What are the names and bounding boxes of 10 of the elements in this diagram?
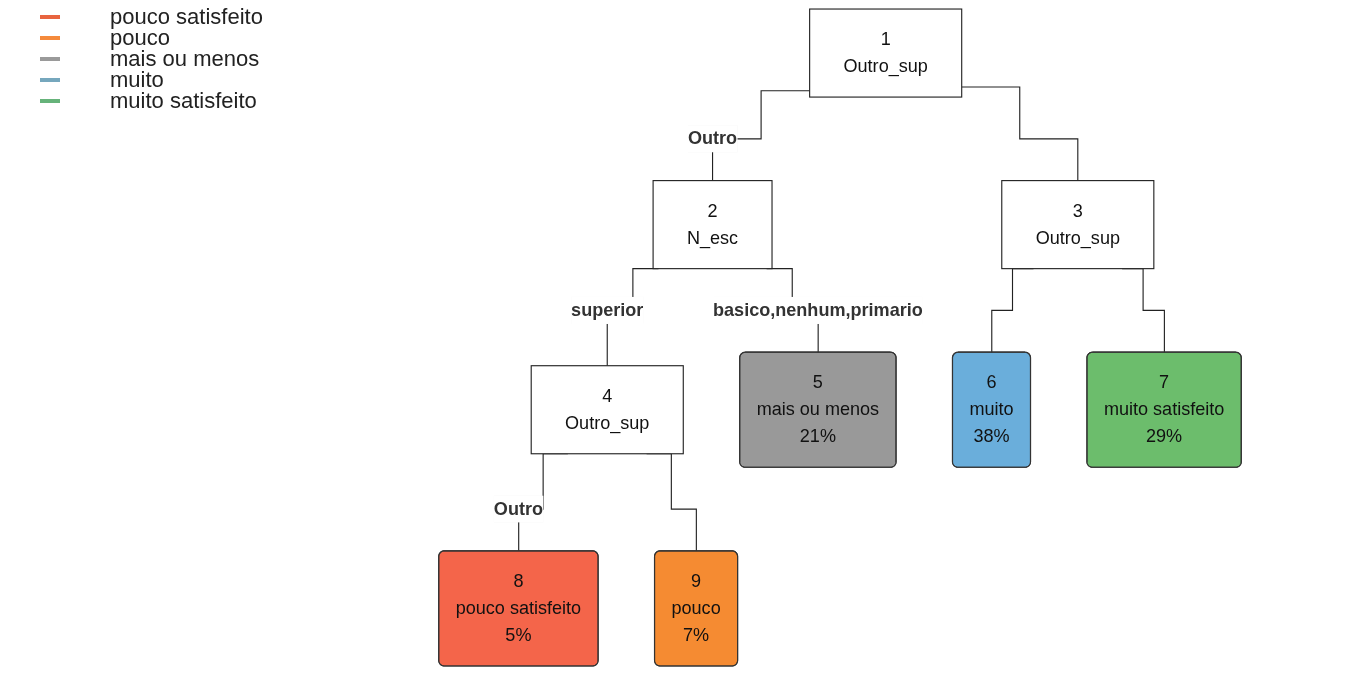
edge-label: Outro	[493, 498, 543, 519]
edge-label: superior	[571, 300, 644, 320]
connector	[961, 86, 1079, 182]
legend-label: pouco satisfeito	[110, 3, 263, 30]
edge-label: Outro	[687, 128, 738, 148]
node-box: 2 N_esc	[652, 180, 773, 270]
edge-label: basico,nenhum,primario	[713, 300, 923, 320]
node-box: 1 Outro_sup	[809, 8, 963, 98]
node-box: 4 Outro_sup	[530, 365, 684, 455]
node-box: 3 Outro_sup	[1001, 180, 1155, 270]
